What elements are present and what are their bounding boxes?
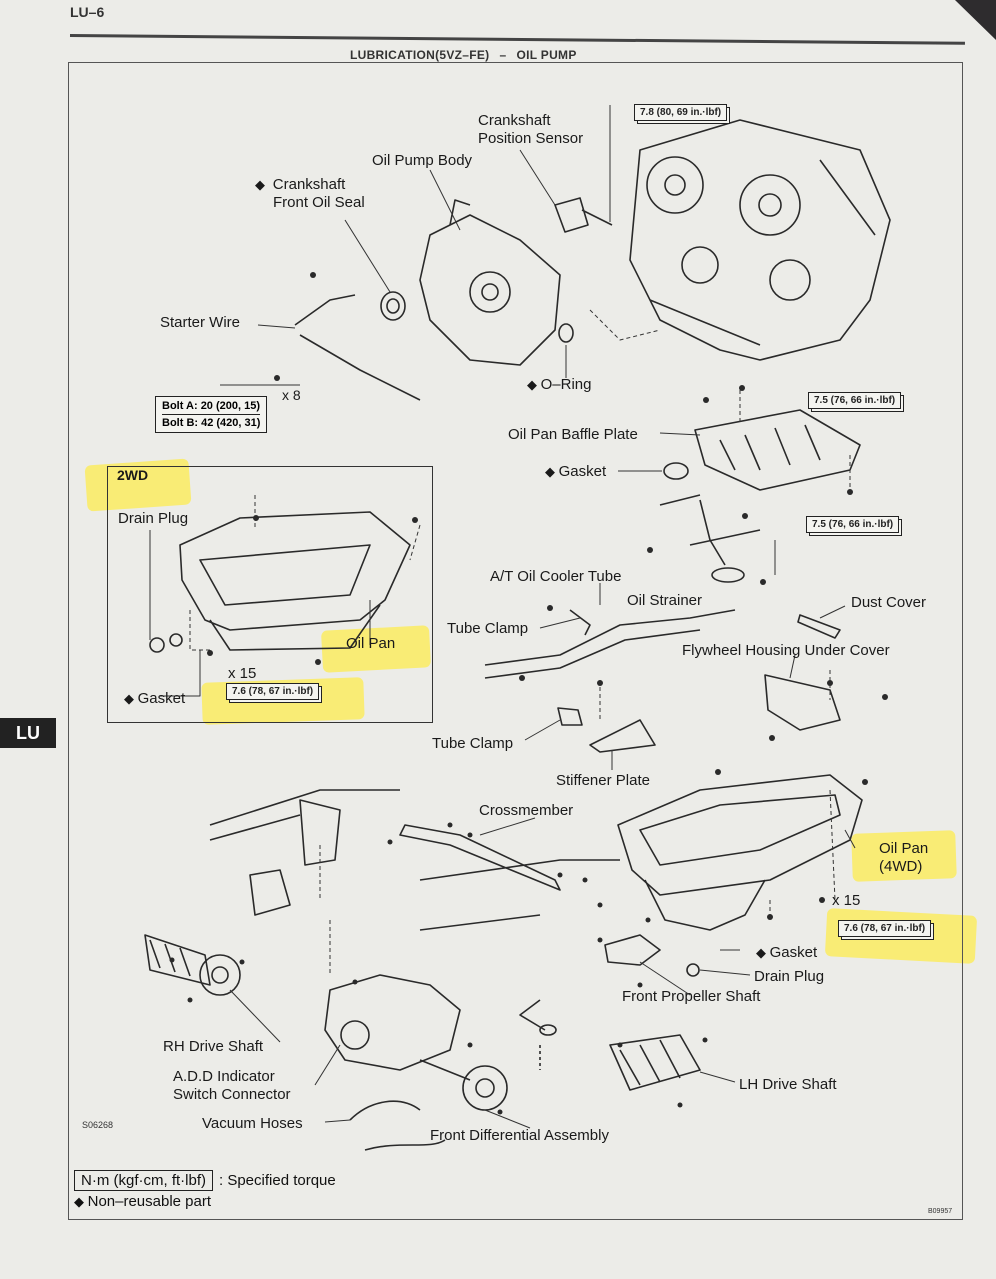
label-text: Gasket bbox=[558, 463, 607, 480]
bolt-b-torque: Bolt B: 42 (420, 31) bbox=[162, 414, 261, 431]
tube-clamp-label-2: Tube Clamp bbox=[432, 735, 514, 752]
crossmember-illustration bbox=[399, 824, 561, 891]
oil-pan-4wd-illustration bbox=[617, 774, 863, 931]
torque-pan-2wd: 7.6 (78, 67 in.·lbf) bbox=[226, 683, 320, 700]
stiffener-plate-illustration bbox=[589, 719, 656, 753]
figure-code-2: B09957 bbox=[928, 1208, 953, 1215]
2wd-label: 2WD bbox=[117, 467, 149, 483]
propeller-shaft-illustration bbox=[604, 934, 661, 966]
gasket-2wd-label: Gasket bbox=[124, 690, 186, 708]
oil-pump-body-illustration bbox=[419, 199, 561, 366]
lh-drive-shaft-label: LH Drive Shaft bbox=[739, 1076, 837, 1093]
diagram-frame bbox=[68, 62, 963, 1220]
torque-baffle: 7.5 (76, 66 in.·lbf) bbox=[808, 392, 902, 409]
bracket-illustration bbox=[519, 999, 546, 1031]
at-oil-cooler-tube-label: A/T Oil Cooler Tube bbox=[490, 568, 622, 585]
torque-unit-box: N·m (kgf·cm, ft·lbf) bbox=[74, 1170, 213, 1191]
front-propeller-shaft-label: Front Propeller Shaft bbox=[622, 988, 761, 1005]
oil-pan-2wd-illustration bbox=[179, 511, 411, 651]
x15-2wd-label: x 15 bbox=[228, 665, 257, 682]
flywheel-housing-under-cover-label: Flywheel Housing Under Cover bbox=[682, 642, 890, 659]
label-line: (4WD) bbox=[879, 858, 923, 875]
section-title: LUBRICATION(5VZ–FE) bbox=[350, 48, 490, 62]
frame-illustration bbox=[209, 789, 620, 931]
starter-wire-label: Starter Wire bbox=[160, 314, 241, 331]
o-ring-illustration bbox=[558, 323, 574, 343]
label-line: Crankshaft bbox=[478, 112, 551, 129]
drain-plug-4wd-label: Drain Plug bbox=[754, 968, 825, 985]
dust-cover-illustration bbox=[797, 614, 841, 639]
torque-sensor: 7.8 (80, 69 in.·lbf) bbox=[634, 104, 728, 121]
crossmember-label: Crossmember bbox=[479, 802, 574, 819]
torque-pan-4wd: 7.6 (78, 67 in.·lbf) bbox=[838, 920, 932, 937]
vacuum-hoses-illustration bbox=[349, 1100, 446, 1151]
legend: N·m (kgf·cm, ft·lbf) : Specified torque N… bbox=[74, 1170, 336, 1210]
inset-2wd bbox=[107, 466, 433, 723]
stiffener-plate-label: Stiffener Plate bbox=[556, 772, 650, 789]
label-line: A.D.D Indicator bbox=[173, 1068, 275, 1085]
front-differential-assembly-label: Front Differential Assembly bbox=[430, 1127, 609, 1144]
vacuum-hoses-label: Vacuum Hoses bbox=[202, 1115, 303, 1132]
subsection-title: OIL PUMP bbox=[516, 48, 577, 62]
label-text: Gasket bbox=[769, 944, 818, 961]
gasket-illustration bbox=[663, 462, 689, 480]
label-text: O–Ring bbox=[540, 376, 592, 393]
torque-strainer: 7.5 (76, 66 in.·lbf) bbox=[806, 516, 900, 533]
oil-strainer-label: Oil Strainer bbox=[627, 592, 703, 609]
label-line: Switch Connector bbox=[173, 1086, 291, 1103]
dust-cover-label: Dust Cover bbox=[851, 594, 927, 611]
oil-pan-baffle-plate-label: Oil Pan Baffle Plate bbox=[508, 426, 638, 443]
starter-wire-illustration bbox=[294, 294, 421, 401]
x15-4wd-label: x 15 bbox=[832, 892, 861, 909]
o-ring-label: O–Ring bbox=[527, 376, 592, 394]
crankshaft-front-oil-seal-label: Crankshaft bbox=[255, 176, 346, 194]
label-line: Position Sensor bbox=[478, 130, 584, 147]
label-line: Crankshaft bbox=[272, 176, 346, 193]
crank-sensor-illustration bbox=[554, 197, 613, 233]
drain-plug-2wd-label: Drain Plug bbox=[118, 510, 189, 527]
flywheel-cover-illustration bbox=[764, 674, 841, 731]
page-number: LU–6 bbox=[70, 4, 105, 20]
engine-block-illustration bbox=[629, 119, 891, 361]
front-differential-illustration bbox=[324, 974, 508, 1111]
label-line: Oil Pan bbox=[879, 840, 929, 857]
label-text: Gasket bbox=[137, 690, 186, 707]
nonreusable-text: Non–reusable part bbox=[87, 1193, 212, 1210]
oil-pan-2wd-label: Oil Pan bbox=[346, 635, 396, 652]
oil-pump-body-label: Oil Pump Body bbox=[372, 152, 473, 169]
oil-pan-4wd-label: Oil Pan (4WD) bbox=[879, 840, 928, 876]
baffle-plate-illustration bbox=[694, 409, 861, 491]
bolts bbox=[169, 272, 888, 1115]
figure-code: S06268 bbox=[82, 1120, 114, 1130]
gasket-4wd-label: Gasket bbox=[756, 944, 818, 962]
crankshaft-front-oil-seal-label-2: Front Oil Seal bbox=[273, 194, 365, 211]
tube-clamp-label-1: Tube Clamp bbox=[447, 620, 529, 637]
crankshaft-position-sensor-label: Crankshaft Position Sensor bbox=[478, 112, 583, 148]
section-tab: LU bbox=[0, 718, 56, 748]
page-header: LUBRICATION(5VZ–FE)–OIL PUMP bbox=[350, 48, 577, 62]
legend-row-nonreusable: Non–reusable part bbox=[74, 1193, 336, 1210]
x8-label: x 8 bbox=[282, 387, 301, 403]
legend-row-torque: N·m (kgf·cm, ft·lbf) : Specified torque bbox=[74, 1170, 336, 1191]
add-indicator-switch-connector-label: A.D.D Indicator Switch Connector bbox=[173, 1068, 291, 1104]
rh-drive-shaft-label: RH Drive Shaft bbox=[163, 1038, 264, 1055]
oil-strainer-illustration bbox=[659, 494, 761, 566]
front-oil-seal-illustration bbox=[380, 291, 406, 321]
tube-clamp-illustration bbox=[569, 609, 591, 636]
rh-drive-shaft-illustration bbox=[144, 934, 241, 996]
gasket-top-label: Gasket bbox=[545, 463, 607, 481]
at-oil-cooler-tube-illustration bbox=[484, 609, 736, 679]
drain-plug-4wd-illustration bbox=[686, 963, 700, 977]
bolt-a-torque: Bolt A: 20 (200, 15) bbox=[162, 400, 261, 412]
torque-unit-desc: : Specified torque bbox=[219, 1172, 336, 1189]
drain-plug-2wd-illustration bbox=[149, 637, 165, 653]
lh-drive-shaft-illustration bbox=[609, 1034, 701, 1091]
bolt-torque-box: Bolt A: 20 (200, 15) Bolt B: 42 (420, 31… bbox=[155, 396, 268, 433]
